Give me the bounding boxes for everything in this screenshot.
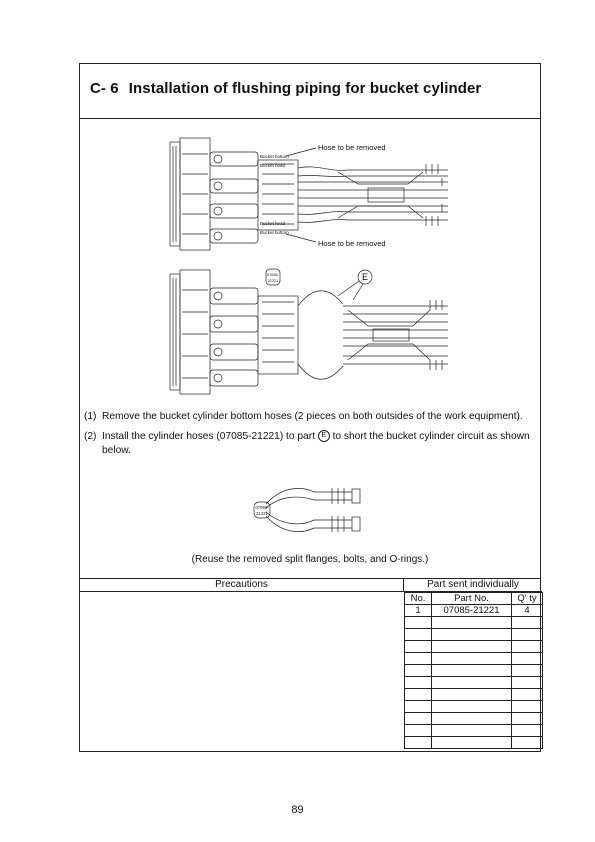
label-bucket-bottom-bottom: Bucket bottom [260, 230, 289, 235]
cell-part-no [431, 712, 512, 725]
cell-qty [511, 628, 543, 641]
table-row [404, 736, 543, 749]
cell-qty [511, 712, 543, 725]
cell-part-no [431, 700, 512, 713]
parts-header: Part sent individually [404, 579, 542, 592]
piping-diagram-install: E 07085- 21221 [169, 268, 448, 395]
title-bar: C- 6 Installation of flushing piping for … [80, 64, 540, 119]
part-marker-inline: E [317, 430, 330, 443]
section-title: C- 6 Installation of flushing piping for … [90, 80, 481, 97]
cell-qty [511, 736, 543, 749]
cell-no [404, 652, 432, 665]
page-frame: C- 6 Installation of flushing piping for … [79, 63, 543, 752]
reuse-note: (Reuse the removed split flanges, bolts,… [191, 554, 429, 565]
table-row [404, 724, 543, 737]
cell-qty [511, 652, 543, 665]
section-title-text: Installation of flushing piping for buck… [128, 80, 482, 97]
cell-qty [511, 616, 543, 629]
cell-part-no [431, 688, 512, 701]
step-number: (1) [84, 411, 97, 422]
part-tag-line1: 07085- [267, 273, 280, 277]
step-1: (1) Remove the bucket cylinder bottom ho… [84, 410, 540, 424]
table-row [404, 664, 543, 677]
parts-table-header-row: No. Part No. Q' ty [404, 592, 543, 605]
part-tag-line2: 21221 [268, 279, 279, 283]
hose-detail-diagram: 07085- 21221 [253, 488, 361, 532]
cell-no [404, 688, 432, 701]
table-row [404, 676, 543, 689]
callout-hose-removed-top: Hose to be removed [318, 143, 386, 152]
cell-no: 1 [404, 604, 432, 617]
cell-no [404, 616, 432, 629]
parts-panel: Part sent individually No. Part No. Q' t… [404, 579, 543, 749]
callout-hose-removed-bottom: Hose to be removed [318, 239, 386, 248]
cell-no [404, 640, 432, 653]
cell-no [404, 736, 432, 749]
precautions-header: Precautions [80, 579, 404, 592]
cell-no [404, 664, 432, 677]
cell-part-no [431, 652, 512, 665]
cell-qty: 4 [511, 604, 543, 617]
column-header-no: No. [404, 592, 432, 605]
cell-qty [511, 700, 543, 713]
cell-no [404, 700, 432, 713]
step-text-before: Install the cylinder hoses (07085-21221)… [102, 431, 318, 442]
column-header-qty: Q' ty [511, 592, 543, 605]
detail-tag-line2: 21221 [256, 511, 268, 516]
label-bucket-bottom-top: Bucket bottom [260, 154, 289, 159]
cell-no [404, 676, 432, 689]
table-row [404, 616, 543, 629]
label-bucket-head-bottom: Bucket head [260, 221, 286, 226]
cell-part-no [431, 676, 512, 689]
table-row [404, 700, 543, 713]
cell-qty [511, 724, 543, 737]
cell-no [404, 724, 432, 737]
cell-no [404, 628, 432, 641]
cell-qty [511, 688, 543, 701]
page-number: 89 [291, 804, 304, 816]
cell-part-no [431, 640, 512, 653]
instruction-steps: (1) Remove the bucket cylinder bottom ho… [84, 410, 540, 464]
cell-part-no [431, 616, 512, 629]
table-row [404, 652, 543, 665]
cell-part-no [431, 736, 512, 749]
step-number: (2) [84, 431, 97, 442]
cell-part-no [431, 724, 512, 737]
table-row [404, 628, 543, 641]
parts-section: Precautions Part sent individually No. P… [80, 578, 543, 752]
table-row [404, 640, 543, 653]
cell-qty [511, 640, 543, 653]
label-bucket-head-top: Bucket head [260, 163, 286, 168]
cell-no [404, 712, 432, 725]
piping-diagram-removal: Hose to be removed Hose to be removed Bu… [169, 137, 448, 251]
step-text: Remove the bucket cylinder bottom hoses … [102, 411, 523, 422]
cell-part-no: 07085-21221 [431, 604, 512, 617]
step-text-after: to short the bucket cylinder circuit as … [102, 431, 530, 456]
section-code: C- 6 [90, 80, 119, 97]
cell-qty [511, 664, 543, 677]
table-row [404, 688, 543, 701]
detail-tag-line1: 07085- [255, 505, 269, 510]
step-2: (2) Install the cylinder hoses (07085-21… [84, 430, 540, 458]
cell-part-no [431, 664, 512, 677]
table-row [404, 712, 543, 725]
cell-qty [511, 676, 543, 689]
cell-part-no [431, 628, 512, 641]
part-marker-e: E [362, 272, 368, 282]
column-header-part-no: Part No. [431, 592, 512, 605]
